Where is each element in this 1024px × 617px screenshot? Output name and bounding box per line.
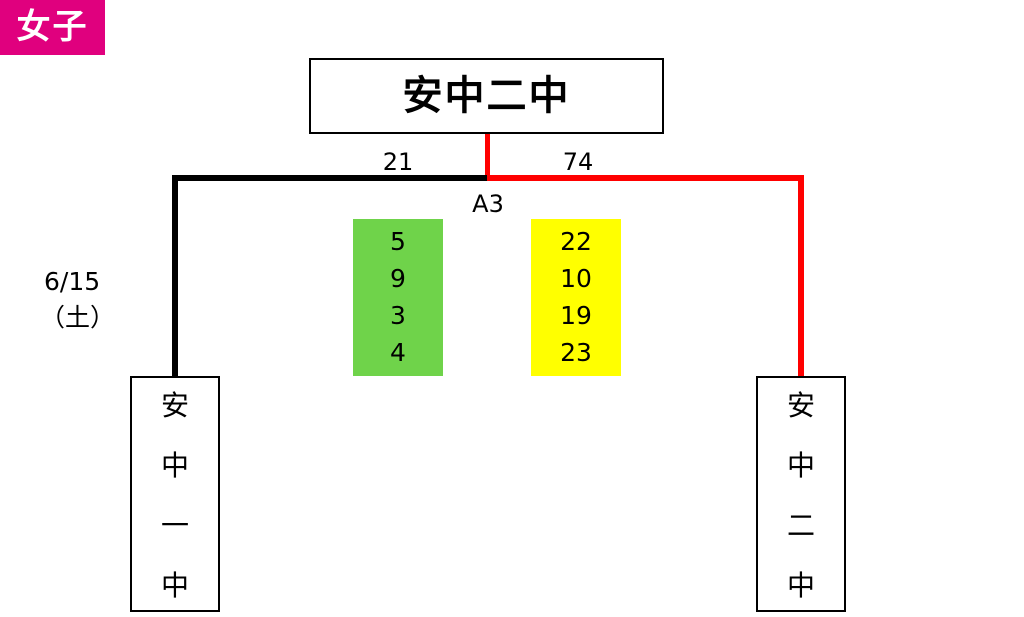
match-date-text: 6/15	[44, 267, 101, 296]
right-period-3: 19	[560, 301, 592, 331]
right-team-char-3: 二	[786, 509, 815, 542]
right-period-2: 10	[560, 263, 592, 293]
left-team-char-4: 中	[160, 569, 189, 602]
right-score: 74	[562, 148, 594, 176]
left-team-char-2: 中	[160, 449, 189, 482]
left-team-char-1: 安	[160, 389, 189, 422]
right-team-box: 安 中 二 中	[756, 376, 846, 612]
right-team-char-4: 中	[786, 569, 815, 602]
left-team-box: 安 中 一 中	[130, 376, 220, 612]
right-period-4: 23	[560, 338, 592, 368]
left-vertical-line	[172, 175, 178, 377]
winner-box: 安中二中	[309, 58, 664, 134]
left-period-2: 9	[390, 263, 406, 293]
match-id: A3	[472, 190, 504, 218]
left-period-4: 4	[390, 338, 406, 368]
right-vertical-line	[798, 175, 804, 377]
right-horizontal-line	[487, 175, 804, 181]
right-team-char-1: 安	[786, 389, 815, 422]
match-date: 6/15 （土）	[40, 264, 144, 336]
category-badge: 女子	[0, 0, 105, 55]
right-period-scores: 22 10 19 23	[531, 219, 621, 376]
winner-connector-line	[485, 134, 490, 178]
left-team-char-3: 一	[160, 509, 189, 542]
left-period-1: 5	[390, 226, 406, 256]
left-horizontal-line	[172, 175, 488, 181]
match-day-text: （土）	[40, 303, 116, 332]
right-period-1: 22	[560, 226, 592, 256]
left-period-3: 3	[390, 301, 406, 331]
right-team-char-2: 中	[786, 449, 815, 482]
left-period-scores: 5 9 3 4	[353, 219, 443, 376]
left-score: 21	[382, 148, 414, 176]
